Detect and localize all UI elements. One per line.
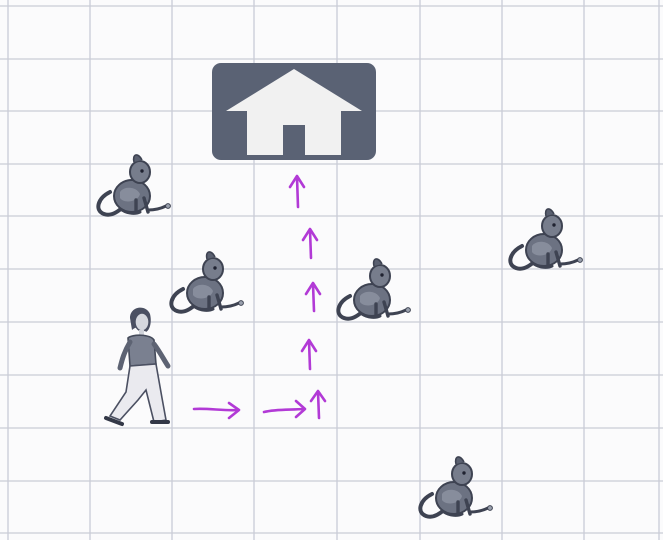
home-sign — [212, 63, 376, 160]
walking-girl-icon — [106, 308, 168, 424]
crouching-animal-icon — [510, 209, 582, 269]
arrow-right — [264, 401, 305, 417]
arrow-up — [306, 283, 320, 311]
arrow-up — [311, 391, 325, 418]
crouching-animal-icon — [171, 252, 243, 312]
arrow-up — [303, 229, 317, 258]
crouching-animal-icon — [338, 259, 410, 319]
crouching-animal-icon — [420, 457, 492, 517]
arrow-right — [194, 403, 239, 418]
arrow-up — [302, 340, 316, 369]
arrow-up — [290, 176, 304, 207]
animals — [98, 155, 582, 517]
